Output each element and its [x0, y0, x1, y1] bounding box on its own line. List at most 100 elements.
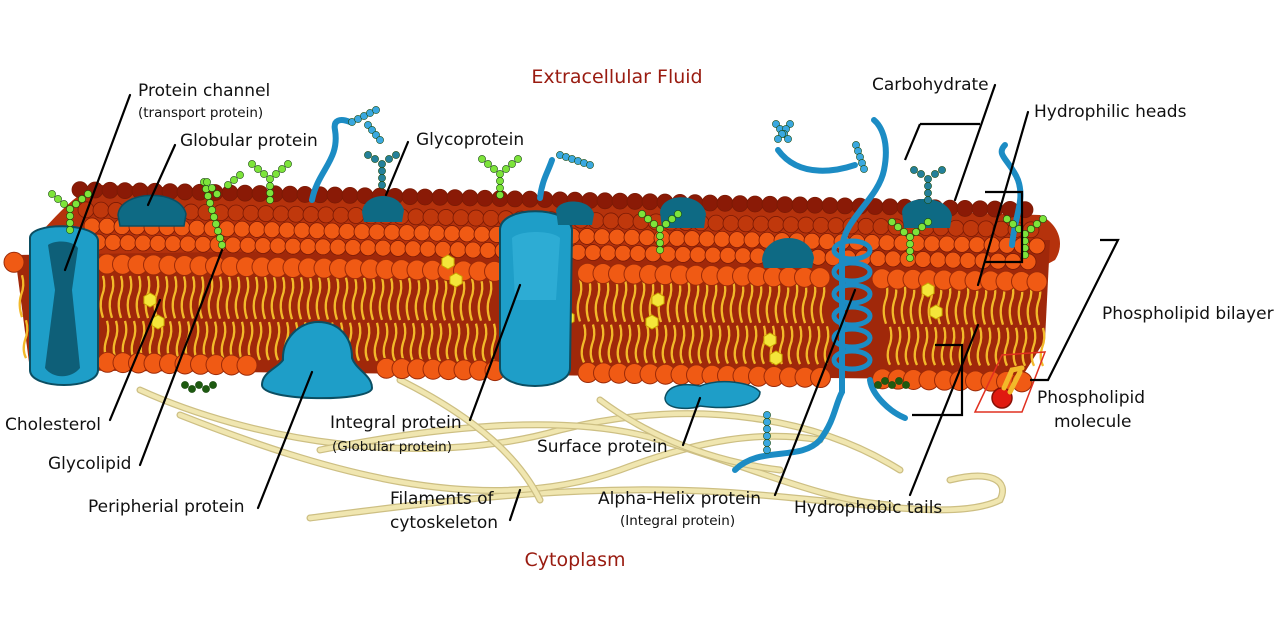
- hydrophilic-head: [458, 225, 476, 243]
- hydrophobic-tail: [414, 277, 421, 321]
- surface-protein: [664, 381, 761, 410]
- glycolipid-sugar: [906, 254, 914, 262]
- hydrophilic-head: [257, 205, 275, 223]
- hydrophilic-head: [413, 224, 431, 242]
- hydrophilic-head: [398, 224, 416, 242]
- hydrophilic-head: [359, 239, 377, 257]
- helix-coil: [831, 304, 873, 328]
- hydrophilic-head: [344, 239, 362, 256]
- filament-strand-highlight: [317, 422, 893, 508]
- hydrophilic-head: [956, 200, 974, 217]
- hydrophobic-tail: [661, 324, 668, 364]
- hydrophobic-tail: [747, 280, 754, 324]
- glycoprotein-sugar: [763, 439, 771, 447]
- carbohydrate-sugar: [931, 170, 939, 178]
- hydrophobic-tail: [814, 325, 821, 365]
- hydrophilic-head: [461, 189, 479, 207]
- hydrophobic-tail: [580, 324, 587, 363]
- peripherial-protein: [260, 320, 374, 400]
- leader-protein-channel: [63, 93, 132, 272]
- hydrophilic-head: [752, 215, 770, 233]
- leader-glycolipid: [138, 248, 224, 467]
- glycolipid-sugar: [496, 177, 504, 185]
- peripheral-sugar: [181, 381, 189, 389]
- hydrophobic-tail: [1030, 327, 1037, 367]
- glycolipid-sugar: [918, 223, 926, 231]
- hydrophilic-head: [731, 195, 749, 213]
- hydrophilic-head: [233, 220, 251, 238]
- glycolipid-sugar: [236, 171, 244, 179]
- hydrophilic-head: [701, 194, 719, 212]
- cholesterol-hexagon: [645, 314, 659, 330]
- hydrophilic-head: [881, 198, 899, 216]
- carbohydrate-sugar: [924, 175, 932, 183]
- hydrophobic-tail: [751, 325, 758, 365]
- hydrophilic-head: [596, 192, 614, 210]
- carbohydrate-sugar: [378, 167, 386, 175]
- hydrophilic-head: [698, 230, 716, 248]
- hydrophilic-head: [821, 197, 839, 214]
- hydrophobic-tail: [576, 279, 583, 322]
- hydrophilic-head: [884, 250, 902, 268]
- hydrophilic-head: [962, 220, 980, 237]
- glycolipid-sugar: [508, 160, 516, 168]
- glycolipid-sugar: [888, 218, 896, 226]
- glycolipid-sugar: [496, 184, 504, 192]
- glycolipid-sugar: [48, 190, 56, 198]
- hydrophilic-head: [419, 240, 437, 258]
- carbohydrate-sugar: [924, 196, 932, 204]
- peripheral-sugar: [874, 381, 882, 389]
- hydrophilic-head: [437, 209, 455, 226]
- glycolipid-sugar: [906, 247, 914, 255]
- hydrophobic-tail: [243, 276, 250, 320]
- cytoplasm-label: Cytoplasm: [525, 549, 626, 571]
- glycolipid-sugar: [208, 206, 216, 214]
- hydrophobic-tail: [616, 324, 623, 364]
- hydrophobic-tail: [706, 325, 713, 364]
- glycoprotein-sugar: [372, 106, 380, 114]
- hydrophilic-head: [809, 267, 831, 289]
- hydrophobic-tail: [756, 280, 763, 324]
- glycolipid-sugar: [78, 195, 86, 203]
- cholesterol-hexagon: [769, 350, 783, 366]
- hydrophilic-head: [92, 201, 110, 219]
- hydrophilic-head: [482, 209, 500, 227]
- hydrophobic-tail: [432, 278, 439, 321]
- hydrophobic-tail: [252, 276, 259, 320]
- globular-protein-label: Globular protein: [180, 131, 318, 151]
- hydrophobic-tail: [742, 325, 749, 365]
- hydrophobic-tail: [985, 327, 992, 367]
- hydrophobic-tail: [679, 324, 686, 364]
- hydrophilic-head: [251, 185, 269, 202]
- hydrophobic-tail: [589, 324, 596, 364]
- hydrophilic-head: [782, 216, 800, 234]
- glycolipid-sugar: [54, 195, 62, 203]
- globular-protein-right: [902, 198, 952, 228]
- hydrophobic-tail: [459, 278, 466, 321]
- glycoprotein-sugar: [763, 432, 771, 440]
- lower-hydrophilic-heads: [97, 351, 1033, 393]
- hydrophobic-tail: [603, 279, 610, 323]
- hydrophilic-head: [473, 225, 491, 243]
- carbohydrate-sugar: [938, 166, 946, 174]
- glycolipid-sugar: [266, 175, 274, 183]
- hydrophobic-tail: [904, 326, 911, 366]
- hydrophilic-head: [179, 235, 197, 253]
- hydrophilic-head: [521, 190, 539, 208]
- hydrophobic-tail: [373, 322, 380, 362]
- hydrophobic-tail: [171, 276, 178, 319]
- glycoprotein-sugar: [784, 135, 792, 143]
- hydrophobic-tail: [594, 279, 601, 322]
- hydrophilic-head: [254, 237, 272, 254]
- protein-channel-sublabel: (transport protein): [138, 105, 263, 121]
- hydrophilic-head: [293, 221, 311, 239]
- protein-channel: [29, 225, 99, 386]
- glycolipid-sugar: [278, 165, 286, 173]
- hydrophilic-head: [923, 235, 941, 253]
- extracellular-fluid-label: Extracellular Fluid: [531, 66, 702, 88]
- hydrophobic-tail: [261, 276, 268, 320]
- glycolipid-sugar: [894, 223, 902, 231]
- hydrophilic-head: [416, 188, 434, 206]
- helix-coil: [831, 238, 873, 262]
- leader-cholesterol: [108, 298, 162, 422]
